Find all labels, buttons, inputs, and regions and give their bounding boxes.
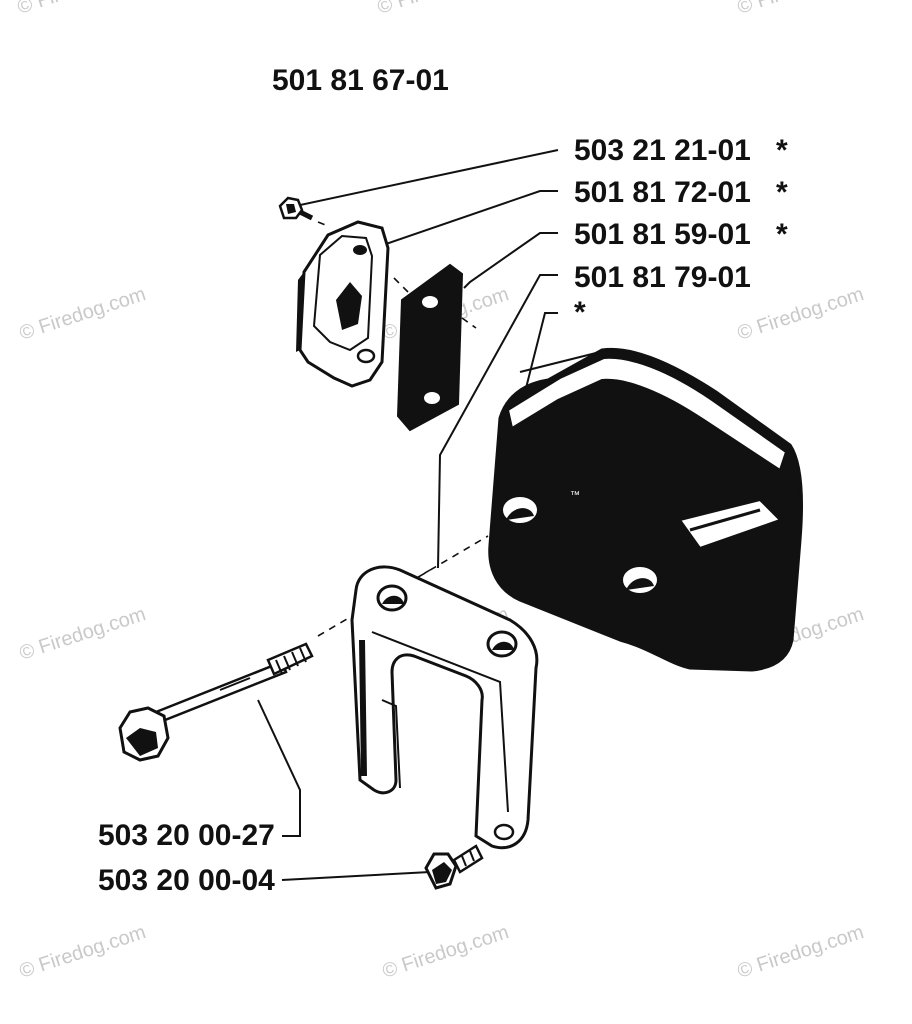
part-number-label: 501 81 79-01 xyxy=(574,261,751,294)
part-marker: * xyxy=(776,218,788,251)
watermark-text: © Firedog.com xyxy=(735,283,867,345)
part-marker: * xyxy=(776,176,788,209)
watermark-text: © Firedog.com xyxy=(380,921,512,983)
watermark-text: © Firedog.com xyxy=(17,603,149,665)
part-number-label: 501 81 72-01 xyxy=(574,176,751,209)
shield-plate-part xyxy=(350,565,539,850)
watermark-text: © Firedog.com xyxy=(735,921,867,983)
muffler-body-part: ™ xyxy=(488,347,803,672)
part-number-label: 503 20 00-04 xyxy=(98,864,275,897)
watermark-text: © Firedog.com xyxy=(735,0,867,19)
part-marker: * xyxy=(574,296,586,329)
part-number-label: 503 21 21-01 xyxy=(574,134,751,167)
muffler-mark: ™ xyxy=(570,490,580,501)
watermark-text: © Firedog.com xyxy=(17,283,149,345)
part-number-label: 503 20 00-27 xyxy=(98,819,275,852)
part-marker: * xyxy=(776,134,788,167)
small-screw-part xyxy=(278,196,329,227)
long-bolt-part xyxy=(118,642,314,762)
assembly-number: 501 81 67-01 xyxy=(272,64,449,97)
part-number-label: 501 81 59-01 xyxy=(574,218,751,251)
watermark-text: © Firedog.com xyxy=(17,921,149,983)
alignment-line xyxy=(317,535,489,637)
bracket-plate-part xyxy=(296,220,390,388)
watermark-text: © Firedog.com xyxy=(375,0,507,19)
gasket-part xyxy=(393,263,477,432)
watermark-text: © Firedog.com xyxy=(15,0,147,19)
small-bolt-part xyxy=(424,844,484,890)
